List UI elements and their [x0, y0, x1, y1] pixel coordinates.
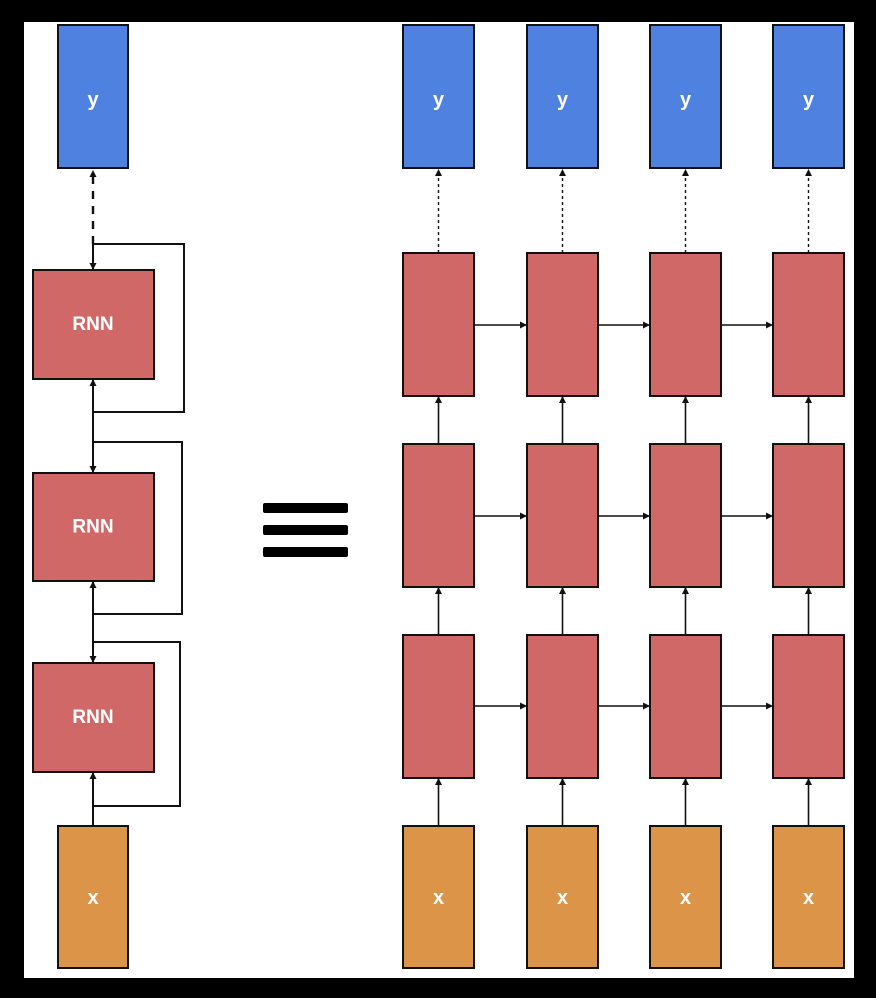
unrolled-rnn-grid: y x y x y x y x — [402, 24, 845, 969]
rnn-label-layer-2: RNN — [72, 517, 113, 538]
input-box — [57, 825, 129, 969]
input-box-t1 — [402, 825, 475, 969]
rnn-cell-layer-1-t1 — [402, 634, 475, 779]
input-label-t3: x — [680, 887, 691, 909]
output-label-t1: y — [433, 89, 445, 111]
rnn-box-layer-1 — [32, 662, 155, 773]
input-label: x — [87, 887, 98, 909]
equivalence-bar-top — [263, 503, 348, 513]
output-box-t4 — [772, 24, 845, 169]
rnn-cell-layer-1-t3 — [649, 634, 722, 779]
recurrent-loop-layer-3 — [89, 243, 185, 413]
rnn-cell-layer-2-t4 — [772, 443, 845, 588]
output-label-t4: y — [803, 89, 815, 111]
input-box-t4 — [772, 825, 845, 969]
input-box-t3 — [649, 825, 722, 969]
rnn-cell-layer-3-t3 — [649, 252, 722, 397]
equivalence-bar-bottom — [263, 547, 348, 557]
rnn-label-layer-1: RNN — [72, 707, 113, 728]
input-label-t4: x — [803, 887, 814, 909]
output-label-t3: y — [680, 89, 692, 111]
equivalence-bar-middle — [263, 525, 348, 535]
folded-rnn-stack: y x RNN RNN RNN — [32, 24, 185, 969]
rnn-box-layer-3 — [32, 269, 155, 380]
output-box — [57, 24, 129, 169]
rnn-label-layer-3: RNN — [72, 314, 113, 335]
input-label-t1: x — [433, 887, 444, 909]
rnn-cell-layer-1-t2 — [526, 634, 599, 779]
output-label-t2: y — [557, 89, 569, 111]
output-box-t3 — [649, 24, 722, 169]
rnn-cell-layer-3-t4 — [772, 252, 845, 397]
input-label-t2: x — [557, 887, 568, 909]
output-label: y — [87, 89, 99, 111]
input-box-t2 — [526, 825, 599, 969]
rnn-box-layer-2 — [32, 472, 155, 582]
rnn-cell-layer-2-t1 — [402, 443, 475, 588]
output-box-t2 — [526, 24, 599, 169]
output-box-t1 — [402, 24, 475, 169]
rnn-cell-layer-2-t3 — [649, 443, 722, 588]
equivalence-sign — [263, 503, 348, 557]
rnn-cell-layer-3-t1 — [402, 252, 475, 397]
rnn-cell-layer-1-t4 — [772, 634, 845, 779]
rnn-cell-layer-3-t2 — [526, 252, 599, 397]
rnn-cell-layer-2-t2 — [526, 443, 599, 588]
